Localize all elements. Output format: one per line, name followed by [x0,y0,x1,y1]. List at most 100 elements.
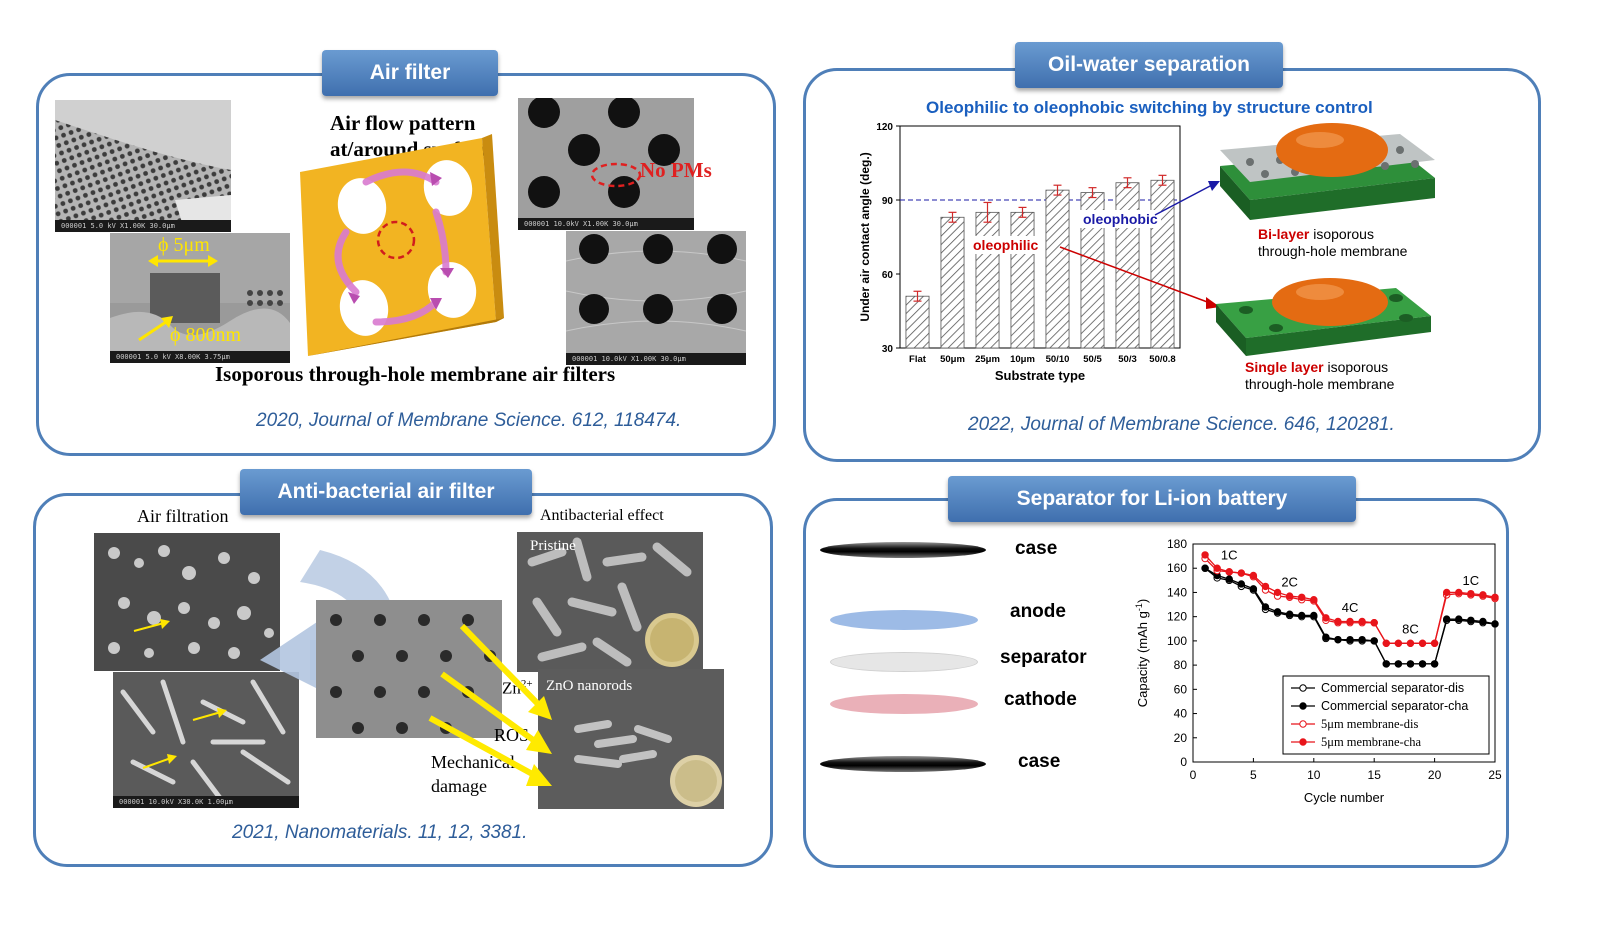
oleophilic-label: oleophilic [970,236,1042,254]
single-layer-caption: Single layer isoporous through-hole memb… [1245,359,1394,393]
flow-pattern-title: Air flow pattern at/around surface [330,111,489,161]
legend-marker [1299,702,1307,710]
data-point [1261,603,1270,611]
x-tick-label: 25μm [975,354,1000,365]
cathode-label: cathode [1004,689,1077,710]
sem-image-cross-section: 000001 5.0 kV X8.00K 3.75μm [110,233,290,363]
x-tick-label: 10μm [1010,354,1035,365]
oil-water-citation: 2022, Journal of Membrane Science. 646, … [968,414,1395,435]
rate-label: 2C [1281,574,1298,589]
legend-marker [1299,684,1307,692]
x-tick-label: 50/10 [1046,354,1070,365]
case-bottom-label: case [1018,751,1061,772]
data-point [1430,639,1439,648]
single-layer-membrane-illustration [1216,278,1431,356]
membrane-arrows [1059,181,1220,309]
x-tick-label: 20 [1428,768,1442,782]
data-point [1442,588,1451,597]
rate-label: 1C [1221,548,1238,563]
antibacterial-effect-label: Antibacterial effect [540,507,664,524]
zno-nanorods-label: ZnO nanorods [546,678,633,694]
data-point [1346,617,1354,626]
data-point [1467,616,1475,625]
x-tick-label: 50/0.8 [1149,354,1175,365]
data-point [1370,637,1378,645]
y-axis-label-main: Capacity (mAh g [1135,611,1150,707]
y-axis-label: Capacity (mAh g-1) [1134,599,1150,707]
y-tick-label: 0 [1180,755,1187,769]
x-axis-label: Cycle number [1304,790,1385,805]
series-line [1204,567,1496,665]
data-point [1225,575,1233,583]
data-point [1455,588,1463,597]
bar [1010,211,1035,349]
oleophobic-label: oleophobic [1080,210,1161,228]
data-point [1273,588,1282,597]
data-point [1467,589,1475,598]
pore-size-arrow [148,255,218,267]
data-point [1430,660,1439,668]
data-point [1334,635,1342,644]
y-tick-label: 60 [1174,682,1188,696]
x-tick-label: 25 [1488,768,1502,782]
data-point [1382,639,1390,648]
data-point [1285,610,1294,618]
bilayer-line2: through-hole membrane [1258,243,1408,259]
sem-image-nanorods-side: 000001 10.0kV X30.0K 1.00μm [113,672,299,808]
cathode-layer [830,694,978,714]
nano-pore-label: ϕ 800nm [170,324,242,346]
y-tick-label: 40 [1174,707,1188,721]
bilayer-membrane-illustration [1220,123,1435,220]
case-top-layer [820,542,986,558]
membrane-hole [337,160,477,336]
y-axis-label: Under air contact angle (deg.) [858,152,872,321]
data-point [1237,580,1246,588]
zn-superscript: 2+ [520,678,533,690]
y-tick-label: 120 [1167,610,1187,624]
data-point [1322,614,1330,622]
data-point [1225,568,1233,576]
separator-label: separator [1000,647,1087,668]
oil-water-chart-title: Oleophilic to oleophobic switching by st… [926,98,1373,117]
x-tick-label: 15 [1368,768,1382,782]
single-line2: through-hole membrane [1245,376,1395,392]
data-point [1418,660,1427,668]
air-filter-caption: Isoporous through-hole membrane air filt… [215,362,616,386]
legend-marker [1299,720,1307,728]
x-tick-label: 10 [1307,768,1321,782]
data-point [1298,611,1306,620]
data-point [1442,615,1451,623]
y-tick-label: 140 [1167,585,1187,599]
anode-label: anode [1010,601,1066,622]
flow-pattern-diagram [300,134,504,356]
x-tick-label: 5 [1250,768,1257,782]
data-point [1298,593,1306,601]
data-point [1479,617,1487,626]
pristine-label: Pristine [530,538,576,554]
y-tick-label: 100 [1167,634,1187,648]
data-point [1455,615,1463,623]
antibacterial-title: Anti-bacterial air filter [240,469,532,515]
data-point [1479,591,1487,599]
rate-label: 1C [1463,573,1480,588]
y-tick-label: 60 [882,270,894,281]
y-axis-label-sup: -1 [1134,603,1144,611]
x-tick-label: 50μm [940,354,965,365]
data-point [1334,617,1342,626]
bar [975,211,1000,349]
data-point [1261,582,1270,591]
data-point [1285,592,1294,600]
sem-image-nanorods-top [94,533,280,671]
data-point [1406,639,1415,648]
data-point [1237,569,1246,577]
separator-layer [830,652,978,672]
sem-image-membrane-zno [316,600,502,738]
data-point [1491,620,1499,628]
bar [905,295,930,349]
data-point [1358,617,1366,626]
data-point [1310,611,1318,620]
legend-marker [1299,738,1307,746]
antibacterial-citation: 2021, Nanomaterials. 11, 12, 3381. [232,822,528,843]
sem-image-damaged-bacteria [538,669,724,809]
nano-pore-arrow [138,316,173,342]
